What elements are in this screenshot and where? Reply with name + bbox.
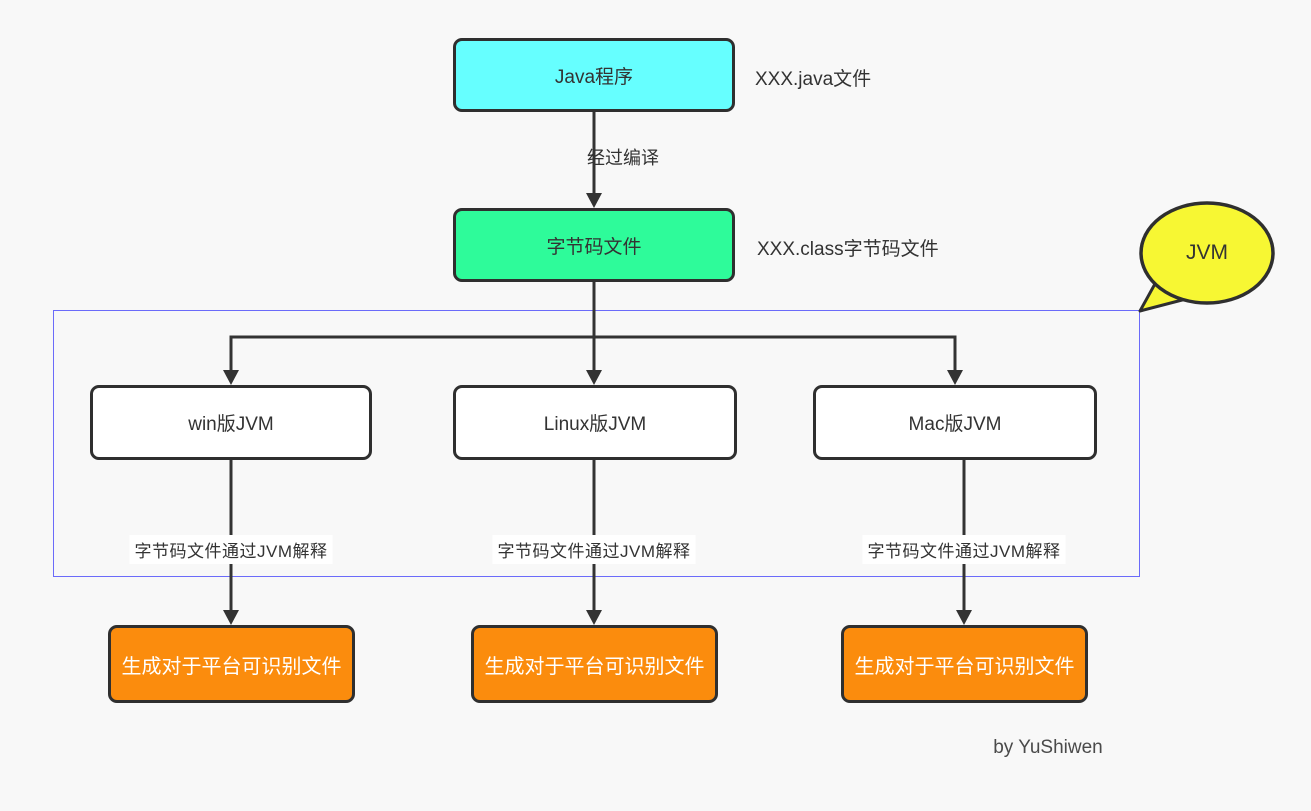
output-node-win: 生成对于平台可识别文件 bbox=[108, 625, 355, 703]
interpret-label-linux: 字节码文件通过JVM解释 bbox=[492, 535, 696, 564]
arrow-compile-head bbox=[586, 193, 602, 208]
credit-text: by YuShiwen bbox=[993, 737, 1103, 758]
linux-jvm-node: Linux版JVM bbox=[453, 385, 737, 460]
jvm-region-outline bbox=[53, 310, 1140, 577]
compile-edge-label: 经过编译 bbox=[587, 148, 659, 168]
java-program-node: Java程序 bbox=[453, 38, 735, 112]
output-label-mac: 生成对于平台可识别文件 bbox=[854, 655, 1075, 678]
interpret-label-mac: 字节码文件通过JVM解释 bbox=[862, 535, 1066, 564]
interpret-label-win: 字节码文件通过JVM解释 bbox=[129, 535, 333, 564]
output-label-linux: 生成对于平台可识别文件 bbox=[484, 655, 705, 678]
bytecode-node: 字节码文件 bbox=[453, 208, 735, 282]
jvm-bubble-label: JVM bbox=[1186, 241, 1228, 264]
java-file-annotation: XXX.java文件 bbox=[755, 69, 872, 90]
bytecode-label: 字节码文件 bbox=[546, 236, 642, 258]
win-jvm-node: win版JVM bbox=[90, 385, 372, 460]
class-file-annotation: XXX.class字节码文件 bbox=[757, 239, 939, 260]
output-node-mac: 生成对于平台可识别文件 bbox=[841, 625, 1088, 703]
arrow-linux-output-head bbox=[586, 610, 602, 625]
output-label-win: 生成对于平台可识别文件 bbox=[121, 655, 342, 678]
mac-jvm-label: Mac版JVM bbox=[908, 414, 1002, 435]
linux-jvm-label: Linux版JVM bbox=[543, 414, 647, 435]
java-program-label: Java程序 bbox=[554, 66, 634, 88]
jvm-bubble-tail bbox=[1138, 280, 1188, 313]
win-jvm-label: win版JVM bbox=[188, 414, 274, 435]
arrow-win-output-head bbox=[223, 610, 239, 625]
output-node-linux: 生成对于平台可识别文件 bbox=[471, 625, 718, 703]
mac-jvm-node: Mac版JVM bbox=[813, 385, 1097, 460]
arrow-mac-output-head bbox=[956, 610, 972, 625]
